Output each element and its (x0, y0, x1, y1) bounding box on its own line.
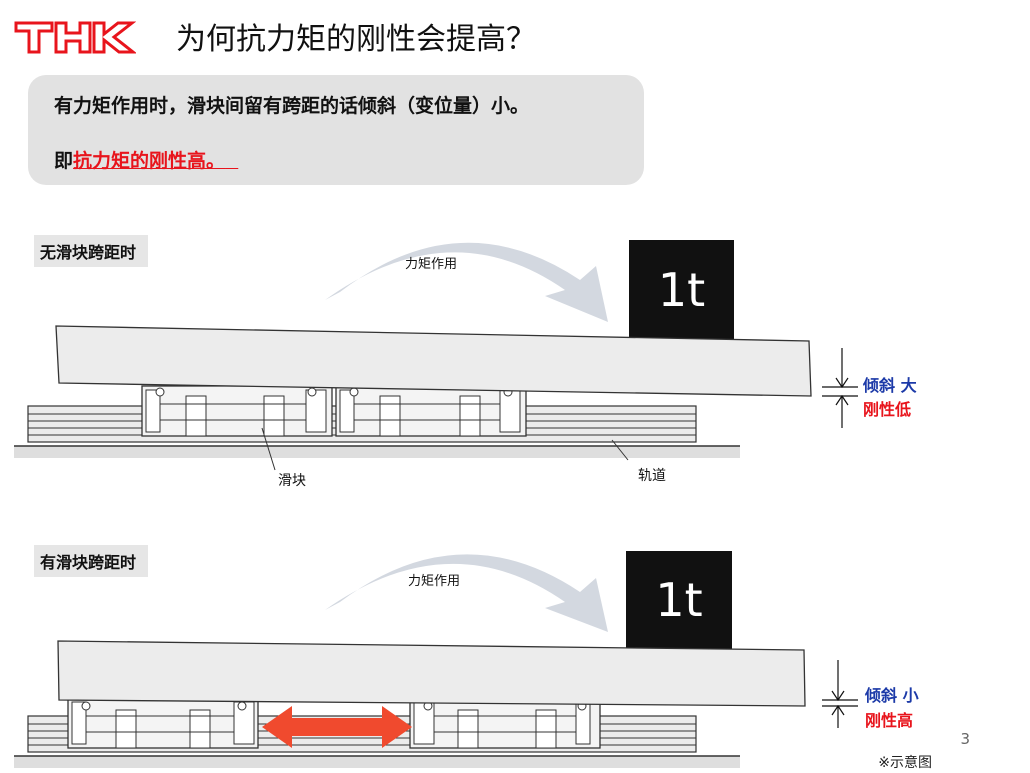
tilt-label-bottom: 倾斜 小 (865, 686, 919, 705)
rigidity-label-bottom: 刚性高 (865, 711, 914, 730)
base-top (14, 446, 740, 458)
section-label-with-span: 有滑块跨距时 (34, 545, 149, 577)
thk-logo (14, 18, 138, 56)
rigidity-label-top: 刚性低 (863, 400, 912, 419)
callout-prefix: 即 (54, 150, 74, 172)
diagram-no-span (14, 240, 858, 471)
tilt-dim-top (822, 348, 858, 428)
table-bottom (57, 640, 806, 707)
moment-label-bottom: 力矩作用 (408, 574, 461, 589)
rail-label: 轨道 (638, 468, 666, 484)
callout-line-1: 有力矩作用时，滑块间留有跨距的话倾斜（变位量）小。 (54, 95, 530, 117)
base-bottom (14, 756, 740, 768)
schematic-note: ※示意图 (878, 755, 932, 771)
table-top (55, 325, 812, 397)
callout-box (28, 75, 644, 185)
weight-label-bottom: 1t (655, 573, 703, 627)
callout-highlight: 抗力矩的刚性高。 (73, 150, 226, 172)
slide-title: 为何抗力矩的刚性会提高？ (176, 22, 536, 57)
diagram-with-span (14, 551, 858, 768)
moment-arrow-top (325, 242, 608, 322)
weight-block-bottom (626, 551, 732, 649)
slider-block-top-2 (335, 385, 527, 437)
tilt-dim-bottom (822, 660, 858, 728)
tilt-label-top: 倾斜 大 (863, 376, 917, 395)
slider-block-bottom-1 (67, 697, 259, 749)
weight-block-top (629, 240, 734, 339)
callout-line-2: 即抗力矩的刚性高。 (54, 146, 238, 173)
weight-label-top: 1t (657, 262, 706, 317)
moment-label-top: 力矩作用 (405, 257, 458, 272)
section-label-no-span: 无滑块跨距时 (34, 235, 149, 267)
slider-block-top-1 (141, 385, 333, 437)
span-arrow (262, 706, 412, 748)
moment-arrow-bottom (325, 554, 608, 632)
block-label: 滑块 (278, 473, 306, 489)
page-number: 3 (960, 730, 970, 748)
slider-block-bottom-2 (409, 697, 601, 749)
